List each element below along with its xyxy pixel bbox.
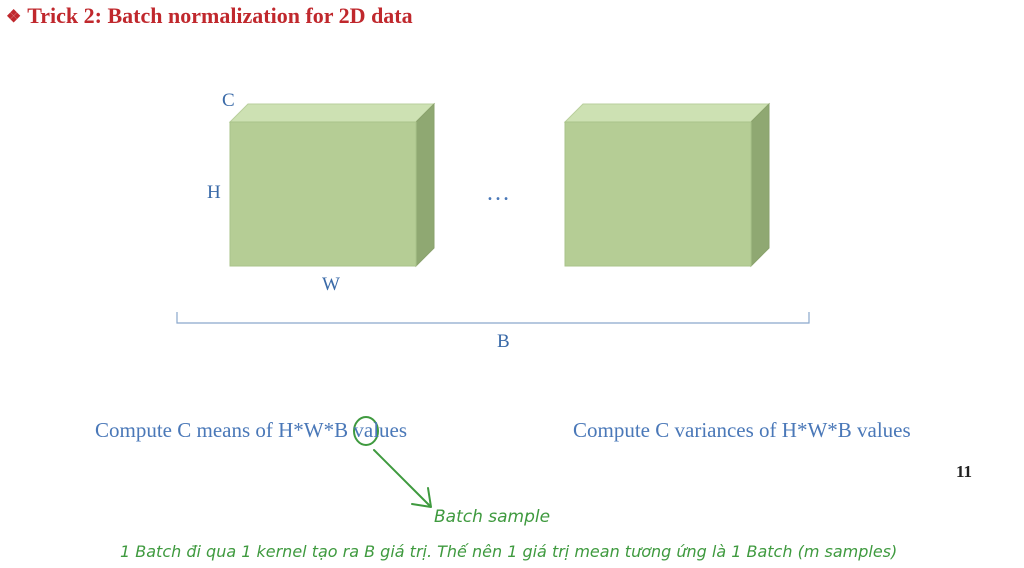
left-cube-front-face bbox=[229, 121, 417, 267]
width-label: W bbox=[322, 274, 340, 295]
channel-label: C bbox=[222, 90, 235, 111]
four-diamond-bullet-icon: ❖ bbox=[6, 7, 22, 26]
batch-label: B bbox=[497, 331, 510, 352]
right-cube-side-face bbox=[750, 102, 770, 268]
left-feature-cube bbox=[228, 102, 436, 268]
handwritten-note: 1 Batch đi qua 1 kernel tạo ra B giá trị… bbox=[120, 542, 898, 561]
means-caption-circled-b: B bbox=[334, 418, 349, 442]
means-caption-start: Compute C means of H*W* bbox=[95, 418, 335, 442]
handwritten-circle-annotation bbox=[353, 416, 379, 446]
right-cube-top-face bbox=[563, 103, 771, 123]
page-number: 11 bbox=[956, 462, 973, 481]
handwritten-arrow-icon bbox=[373, 449, 432, 508]
left-cube-top-face bbox=[228, 103, 436, 123]
means-caption-end: values bbox=[348, 418, 408, 442]
left-cube-side-face bbox=[415, 102, 435, 268]
height-label: H bbox=[207, 182, 221, 203]
batch-sample-annotation: Batch sample bbox=[434, 507, 551, 527]
batch-bracket bbox=[176, 312, 810, 324]
variances-caption: Compute C variances of H*W*B values bbox=[573, 418, 911, 442]
right-feature-cube bbox=[563, 102, 771, 268]
slide-title: ❖ Trick 2: Batch normalization for 2D dat… bbox=[6, 3, 413, 29]
slide-title-text: Trick 2: Batch normalization for 2D data bbox=[27, 3, 413, 28]
right-cube-front-face bbox=[564, 121, 752, 267]
ellipsis: … bbox=[486, 180, 516, 206]
means-caption: Compute C means of H*W*B values bbox=[95, 418, 407, 443]
